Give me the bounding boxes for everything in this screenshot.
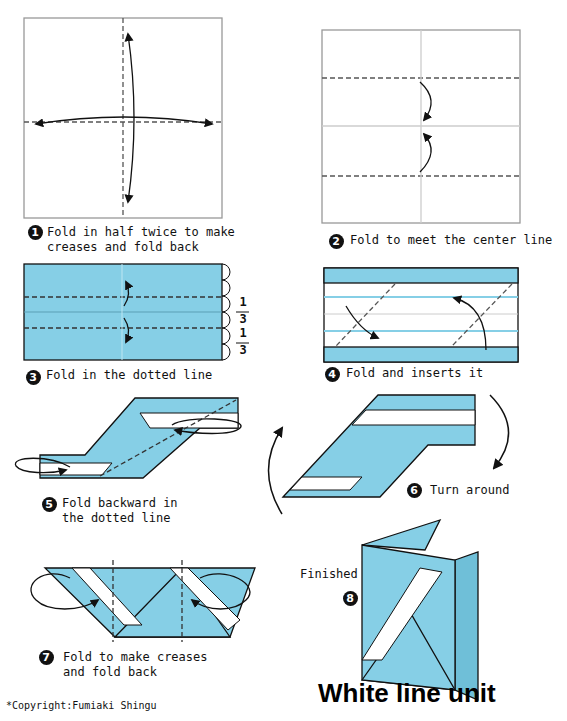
step-number: 2 [329,234,344,249]
title: White line unit [318,678,496,709]
fraction-digit: 1 [237,296,249,309]
step-caption: Fold in half twice to make creases and f… [47,225,242,255]
fraction-digit: 1 [237,327,249,340]
step-number: 6 [407,483,422,498]
step-caption: Fold backward in the dotted line [62,496,202,526]
step-caption: Fold to meet the center line [350,233,560,248]
step-number-text: 5 [45,498,53,511]
fraction-digit: 3 [237,344,249,357]
step-number: 4 [325,367,340,382]
step-caption: Fold in the dotted line [46,368,246,383]
step-number-text: 2 [332,235,340,248]
step-number: 5 [42,497,57,512]
step-caption: Turn around [430,483,509,498]
step-number: 8 [343,591,358,606]
step-number: 3 [26,370,41,385]
step-number-text: 1 [31,226,39,239]
step-number-text: 3 [29,371,37,384]
step-number: 7 [39,650,54,665]
step-number-text: 8 [346,592,354,605]
step-number-text: 6 [410,484,418,497]
step-caption: Fold to make creases and fold back [63,650,223,680]
step-number-text: 4 [328,368,336,381]
step-caption: Fold and inserts it [346,366,546,381]
fraction-digit: 3 [237,313,249,326]
step-number-text: 7 [42,651,50,664]
copyright-note: *Copyright:Fumiaki Shingu [6,698,157,713]
step-caption: Finished [300,567,358,582]
step-number: 1 [28,225,43,240]
